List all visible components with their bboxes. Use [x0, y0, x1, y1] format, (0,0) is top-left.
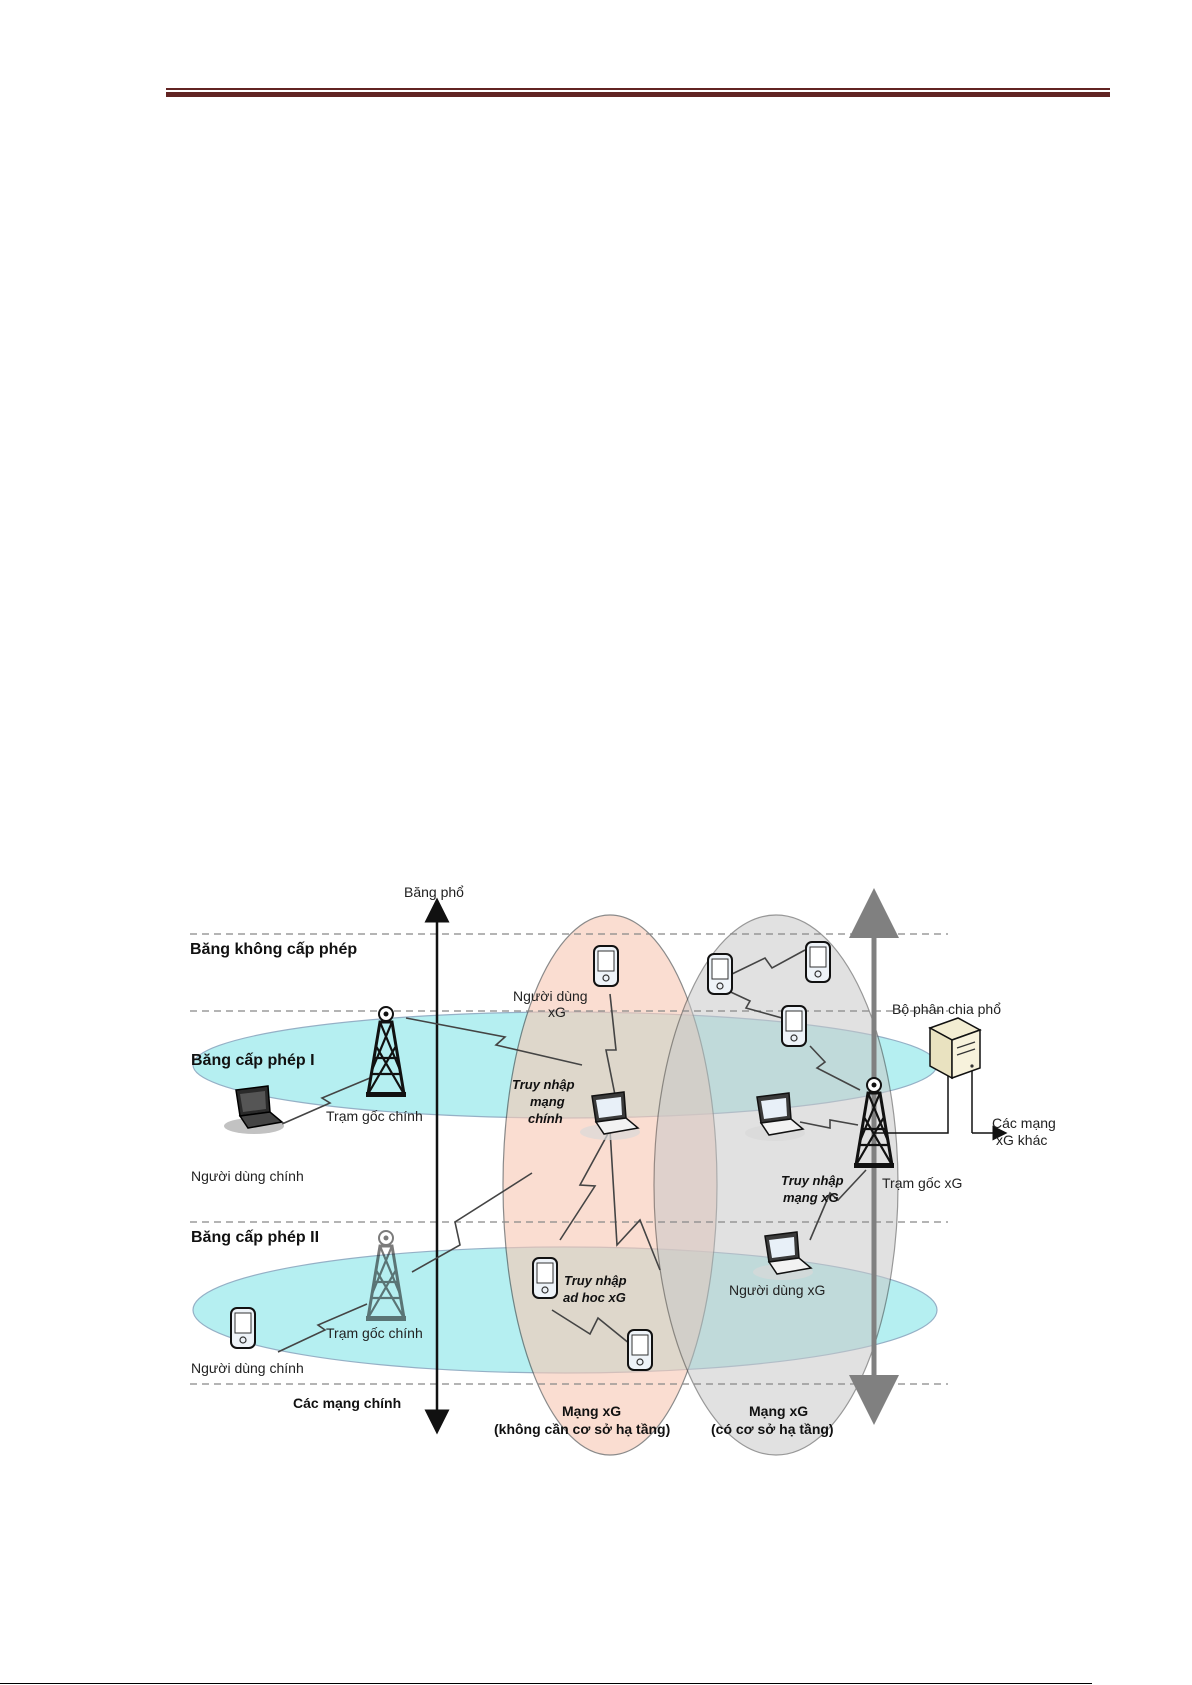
- footer-rule: [0, 1683, 1092, 1684]
- link-primary-bs2-user: [277, 1303, 368, 1353]
- link-primary-bs1-user: [281, 1077, 371, 1125]
- xg-adhoc-network-label-2: (không cần cơ sở hạ tầng): [494, 1421, 670, 1437]
- spectrum-broker-server-icon: [928, 1017, 982, 1080]
- band-unlicensed-label: Băng không cấp phép: [190, 941, 357, 958]
- primary-networks-label: Các mạng chính: [293, 1395, 401, 1411]
- primary-access-label-1: Truy nhập: [512, 1077, 575, 1092]
- primary-user-2-label: Người dùng chính: [191, 1360, 304, 1376]
- xg-infra-pda-2-icon: [805, 941, 831, 983]
- header-rule-thin: [166, 88, 1110, 90]
- primary-access-label-3: chính: [528, 1111, 563, 1126]
- primary-user-1-label: Người dùng chính: [191, 1168, 304, 1184]
- xg-adhoc-pda-2-icon: [627, 1329, 653, 1371]
- wire-bs-broker: [874, 1063, 949, 1134]
- xg-access-label-1: Truy nhập: [781, 1173, 844, 1188]
- link-adhoc-pdas: [551, 1309, 631, 1345]
- link-primary-bs2-across: [411, 1172, 533, 1273]
- xg-adhoc-network-label-1: Mạng xG: [562, 1403, 621, 1419]
- primary-bs-2-label: Trạm gốc chính: [326, 1325, 423, 1341]
- xg-infra-pda-3-icon: [781, 1005, 807, 1047]
- xg-access-label-2: mạng xG: [783, 1190, 839, 1205]
- primary-user-2-pda-icon: [230, 1307, 256, 1349]
- xg-infra-pda-1-icon: [707, 953, 733, 995]
- adhoc-access-label-2: ad hoc xG: [563, 1290, 626, 1305]
- xg-user-right-label: Người dùng xG: [729, 1282, 825, 1298]
- xg-user-top-label-2: xG: [548, 1004, 566, 1020]
- other-xg-networks-label-2: xG khác: [996, 1132, 1047, 1148]
- header-rule-thick: [166, 92, 1110, 97]
- xg-infra-network-area: [653, 914, 899, 1456]
- xg-user-top-pda-icon: [593, 945, 619, 987]
- xg-infra-network-label-2: (có cơ sở hạ tầng): [711, 1421, 834, 1437]
- adhoc-access-label-1: Truy nhập: [564, 1273, 627, 1288]
- xg-user-top-label-1: Người dùng: [513, 988, 588, 1004]
- band-licensed-2-label: Băng cấp phép II: [191, 1229, 319, 1246]
- link-laptop-pda-right: [609, 1129, 661, 1271]
- link-xg-laptop-bs: [799, 1119, 859, 1129]
- link-primary-bs1-laptop: [405, 1017, 583, 1066]
- xg-infra-network-label-1: Mạng xG: [749, 1403, 808, 1419]
- link-xg-bs-user: [809, 1169, 867, 1241]
- spectrum-axis-label: Băng phổ: [404, 884, 464, 900]
- band-licensed-1-label: Băng cấp phép I: [191, 1052, 315, 1069]
- link-xg-pda-bs: [809, 1045, 861, 1091]
- link-xguser-laptop: [605, 993, 619, 1111]
- link-xg-pdas-top: [731, 949, 806, 975]
- spectrum-broker-label: Bộ phân chia phổ: [892, 1001, 1001, 1017]
- other-xg-networks-label-1: Các mạng: [992, 1115, 1056, 1131]
- xg-bs-label: Trạm gốc xG: [882, 1175, 962, 1191]
- header-rule: [166, 88, 1110, 97]
- primary-bs-1-label: Trạm gốc chính: [326, 1108, 423, 1124]
- xg-adhoc-pda-1-icon: [532, 1257, 558, 1299]
- primary-access-label-2: mạng: [530, 1094, 565, 1109]
- link-xg-pda-mid: [721, 987, 783, 1019]
- link-laptop-adhoc-zigzag: [559, 1129, 611, 1241]
